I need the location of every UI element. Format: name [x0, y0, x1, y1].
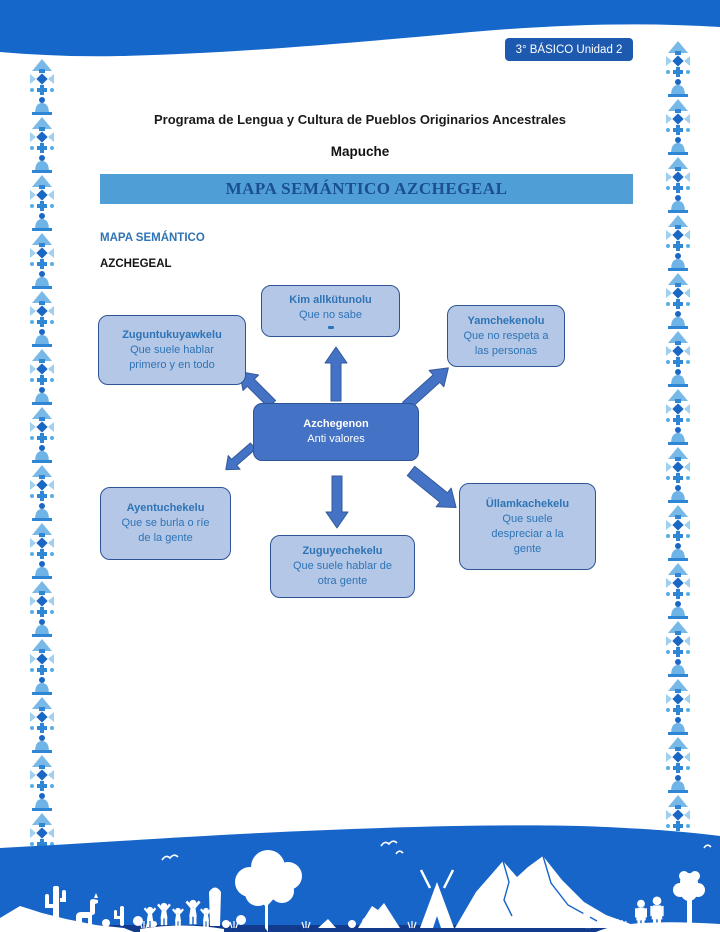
- header-wave-band: [0, 0, 720, 57]
- clipped-text-mark: [327, 326, 334, 329]
- andean-border-pattern-left-icon: [28, 58, 56, 858]
- node-yamchekenolu: Yamchekenolu Que no respeta a las person…: [447, 305, 565, 367]
- node-azchegenon-center: Azchegenon Anti valores: [253, 403, 419, 461]
- arrow-down-right-icon: [406, 465, 457, 509]
- node-title: Azchegenon: [303, 418, 369, 430]
- node-title: Kim allkütunolu: [289, 294, 372, 306]
- landscape-illustration: [0, 825, 720, 932]
- node-subtitle: Anti valores: [307, 433, 365, 445]
- unit-badge-label: 3° BÁSICO Unidad 2: [515, 43, 623, 56]
- node-title: Ayentuchekelu: [126, 502, 205, 514]
- node-line: Que no respeta a: [463, 329, 549, 342]
- node-zuguyechekelu: Zuguyechekelu Que suele hablar de otra g…: [270, 535, 415, 598]
- banner-title-bar: MAPA SEMÁNTICO AZCHEGEAL: [100, 174, 633, 204]
- node-ullamkachekelu: Üllamkachekelu Que suele despreciar a la…: [459, 483, 596, 570]
- culture-title: Mapuche: [330, 144, 390, 159]
- node-line: Que suele hablar: [130, 343, 214, 356]
- node-line: Que se burla o ríe: [121, 517, 210, 529]
- node-line: Que no sabe: [299, 309, 362, 321]
- program-title: Programa de Lengua y Cultura de Pueblos …: [153, 112, 567, 127]
- node-line: las personas: [474, 344, 538, 357]
- banner-title: MAPA SEMÁNTICO AZCHEGEAL: [225, 179, 508, 198]
- node-line: despreciar a la: [491, 527, 564, 540]
- section-label: MAPA SEMÁNTICO: [100, 232, 205, 244]
- arrow-down-icon: [325, 475, 349, 529]
- node-kim-allkutunolu: Kim allkütunolu Que no sabe: [261, 285, 400, 337]
- node-title: Üllamkachekelu: [485, 497, 570, 510]
- node-zuguntukuyawkelu: Zuguntukuyawkelu Que suele hablar primer…: [98, 315, 246, 385]
- node-line: primero y en todo: [129, 358, 215, 371]
- node-title: Zuguyechekelu: [302, 545, 383, 557]
- node-line: otra gente: [317, 575, 368, 587]
- section-sublabel: AZCHEGEAL: [100, 258, 172, 270]
- unit-badge: 3° BÁSICO Unidad 2: [505, 38, 633, 61]
- node-line: de la gente: [138, 532, 193, 544]
- node-line: gente: [513, 542, 542, 555]
- node-title: Yamchekenolu: [467, 314, 545, 327]
- node-title: Zuguntukuyawkelu: [122, 328, 222, 341]
- andean-border-pattern-right-icon: [664, 40, 692, 840]
- node-ayentuchekelu: Ayentuchekelu Que se burla o ríe de la g…: [100, 487, 231, 560]
- node-line: Que suele hablar de: [292, 560, 393, 572]
- node-line: Que suele: [502, 512, 553, 525]
- arrow-up-icon: [324, 346, 348, 402]
